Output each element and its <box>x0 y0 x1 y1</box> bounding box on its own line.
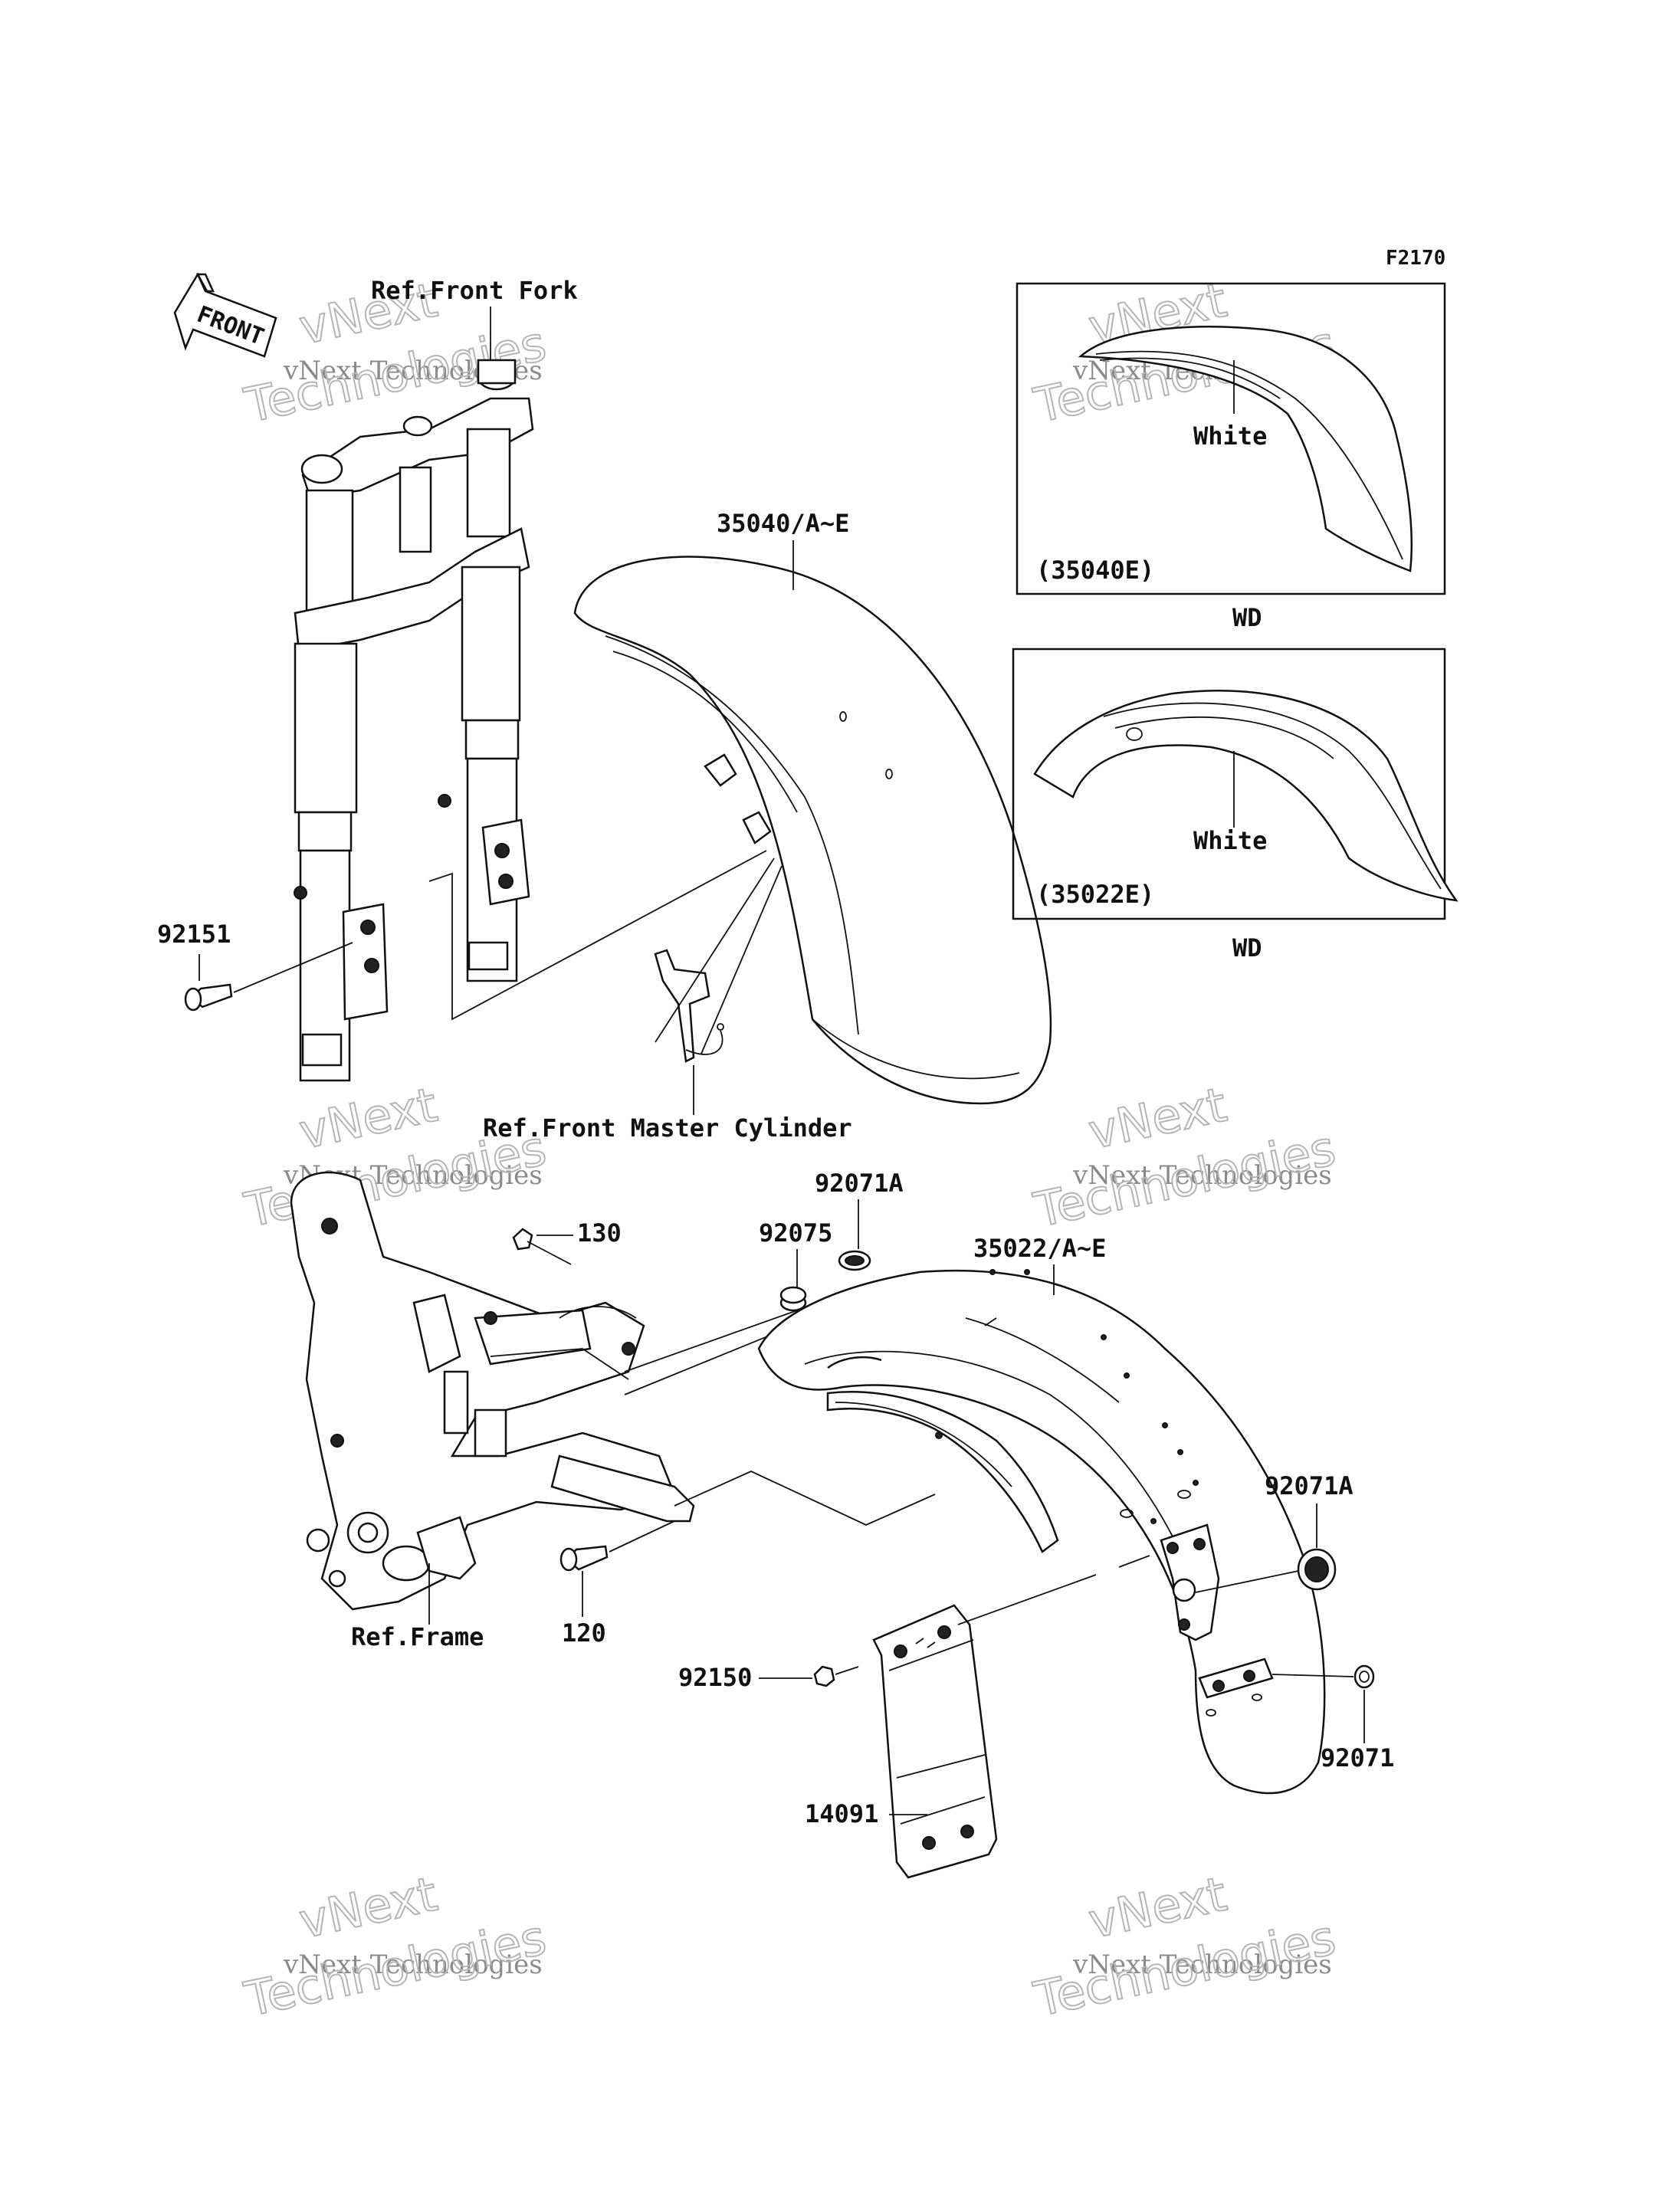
front-fender-35040 <box>573 556 1052 1105</box>
label-ref-frame: Ref.Frame <box>351 1622 484 1651</box>
label-92150: 92150 <box>678 1663 752 1692</box>
label-14091: 14091 <box>805 1799 878 1828</box>
frame-assembly <box>290 1171 695 1611</box>
label-92071a-right: 92071A <box>1265 1471 1354 1500</box>
bolt-120 <box>559 1545 609 1572</box>
label-ref-front-fork: Ref.Front Fork <box>371 276 578 305</box>
clamp-92075 <box>779 1286 807 1312</box>
master-cylinder-bracket <box>654 949 724 1063</box>
nut-92150 <box>813 1665 835 1687</box>
label-35040: 35040/A~E <box>717 509 849 538</box>
grommet-92071a-right <box>1297 1548 1337 1591</box>
inset-35022e-white: White <box>1193 826 1267 855</box>
label-35022: 35022/A~E <box>973 1234 1106 1263</box>
bolt-92151 <box>184 983 233 1012</box>
watermark-mid-right: vNext Technologies vNext Technologies <box>1029 1076 1341 1239</box>
watermark-mid-left: vNext Technologies vNext Technologies <box>239 1076 552 1239</box>
label-120: 120 <box>562 1618 606 1648</box>
label-92071: 92071 <box>1321 1743 1394 1772</box>
inset-35022e: White (35022E) <box>1012 648 1459 920</box>
label-ref-front-master-cylinder: Ref.Front Master Cylinder <box>483 1113 852 1143</box>
label-92151: 92151 <box>157 920 231 949</box>
label-130: 130 <box>577 1218 622 1248</box>
watermark-bottom-left: vNext Technologies vNext Technologies <box>239 1865 552 2028</box>
watermark-line1: vNext Technologies <box>1072 1160 1332 1191</box>
bracket-14091 <box>872 1604 998 1879</box>
rear-fender-35022 <box>757 1269 1326 1795</box>
inset-35022e-code: (35022E) <box>1036 880 1154 909</box>
watermark-bottom-right: vNext Technologies vNext Technologies <box>1029 1865 1341 2028</box>
inset-35022e-wd: WD <box>1232 933 1262 962</box>
watermark-line1: vNext Technologies <box>283 1949 543 1980</box>
front-fork-assembly <box>294 359 534 1082</box>
label-92075: 92075 <box>759 1218 832 1248</box>
figure-code: F2170 <box>1386 247 1445 270</box>
inset-35040e-wd: WD <box>1232 603 1262 632</box>
label-92071a-top: 92071A <box>815 1169 904 1198</box>
front-arrow-icon: FRONT <box>173 272 277 358</box>
grommet-92071a-top <box>838 1250 871 1271</box>
inset-35040e: White (35040E) <box>1016 282 1446 595</box>
watermark-line1: vNext Technologies <box>1072 1949 1332 1980</box>
bolt-130 <box>512 1228 572 1265</box>
inset-35040e-code: (35040E) <box>1036 556 1154 585</box>
inset-35040e-white: White <box>1193 421 1267 451</box>
collar-92071 <box>1354 1664 1375 1689</box>
